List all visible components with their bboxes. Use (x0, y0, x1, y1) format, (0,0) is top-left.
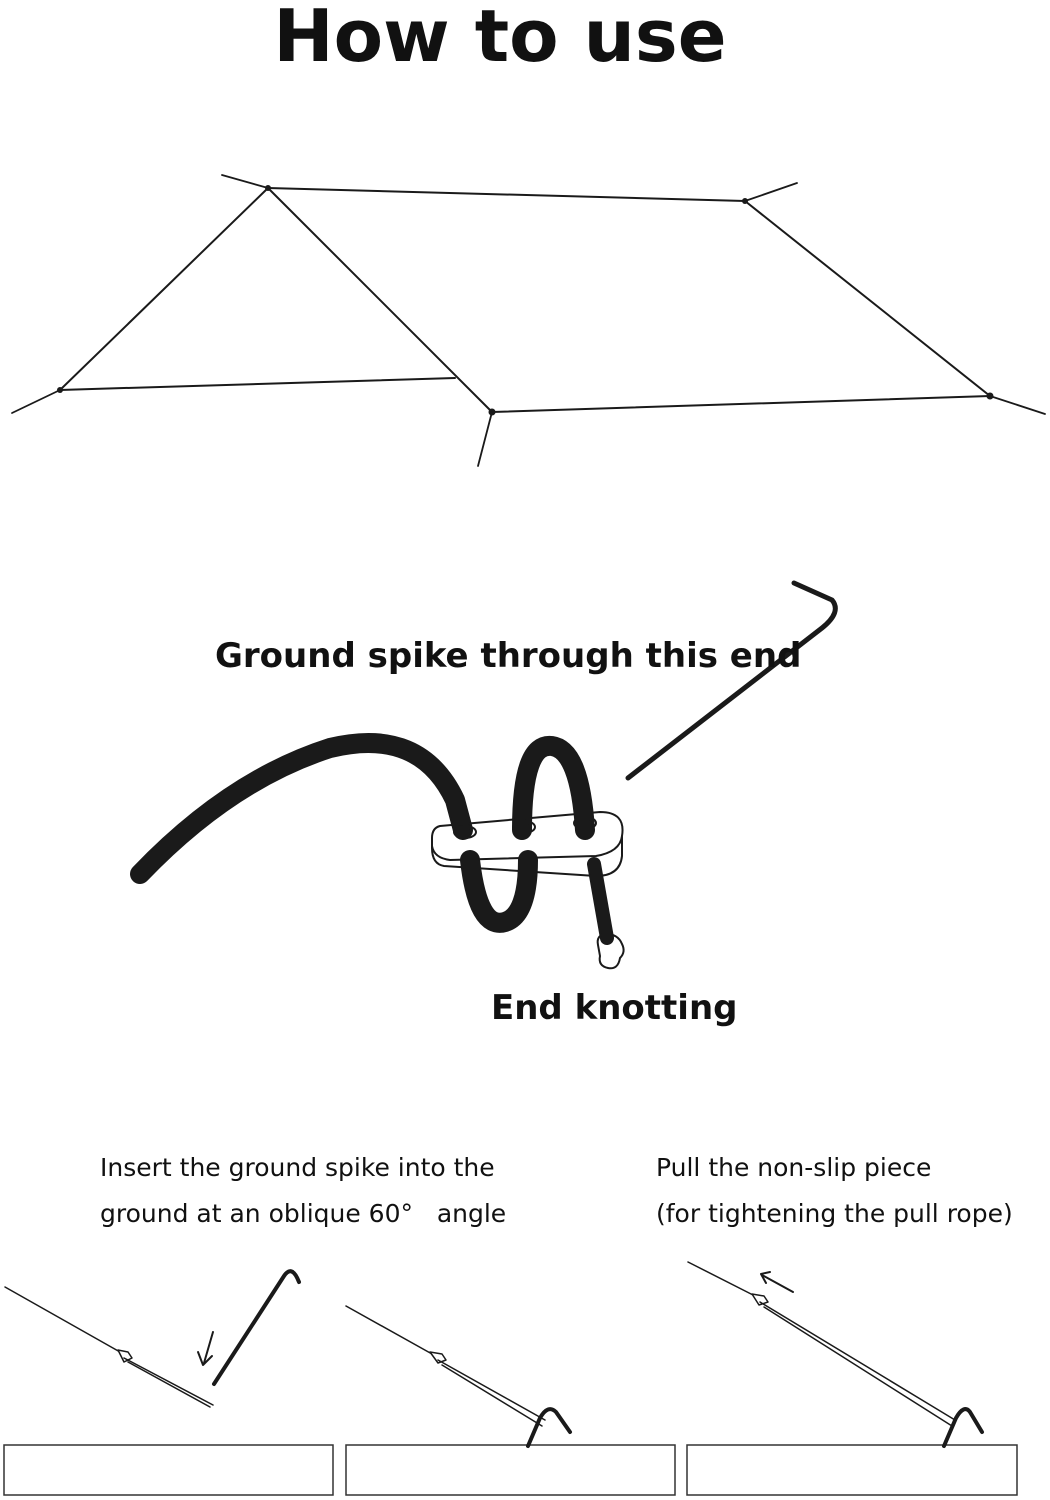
spike-label: Ground spike through this end (215, 636, 802, 676)
spike-icon (942, 1407, 984, 1448)
tarp-top-edge (267, 187, 746, 202)
panel-1 (4, 1269, 301, 1408)
guy-line-top-right (744, 182, 798, 202)
ground-box-1 (3, 1444, 334, 1496)
tarp-left-edge (59, 187, 269, 391)
spike-icon (212, 1269, 301, 1386)
step-insert-line2: ground at an oblique 60° angle (100, 1199, 507, 1228)
guy-line-left (11, 389, 61, 414)
guy-line-right (989, 395, 1046, 415)
tarp-right-edge (744, 200, 991, 397)
step-pull-line1: Pull the non-slip piece (656, 1153, 932, 1182)
tensioner-piece (431, 811, 624, 877)
tarp-illustration (11, 174, 1046, 467)
tarp-bottom-right-edge (491, 395, 991, 413)
guy-line-middle (477, 411, 493, 467)
ground-spike-icon (625, 580, 838, 781)
panel-3 (687, 1261, 984, 1448)
ground-box-2 (345, 1444, 676, 1496)
pull-arrow-icon (761, 1274, 794, 1293)
guy-line-top-left (221, 174, 269, 189)
step-pull-piece: Pull the non-slip piece (for tightening … (656, 1145, 1013, 1237)
spike-icon (526, 1407, 572, 1448)
ground-box-3 (686, 1444, 1018, 1496)
end-knot-icon (596, 933, 625, 970)
down-arrow-icon (203, 1331, 214, 1364)
step-insert-line1: Insert the ground spike into the (100, 1153, 495, 1182)
panel-2 (345, 1305, 572, 1448)
rope-tensioner-illustration (130, 580, 838, 970)
step-insert-spike: Insert the ground spike into the ground … (100, 1145, 506, 1237)
step-pull-line2: (for tightening the pull rope) (656, 1199, 1013, 1228)
knot-label: End knotting (491, 988, 738, 1028)
page-title: How to use (273, 0, 727, 78)
tarp-middle-edge (267, 187, 493, 413)
tarp-bottom-left-edge (59, 377, 456, 391)
